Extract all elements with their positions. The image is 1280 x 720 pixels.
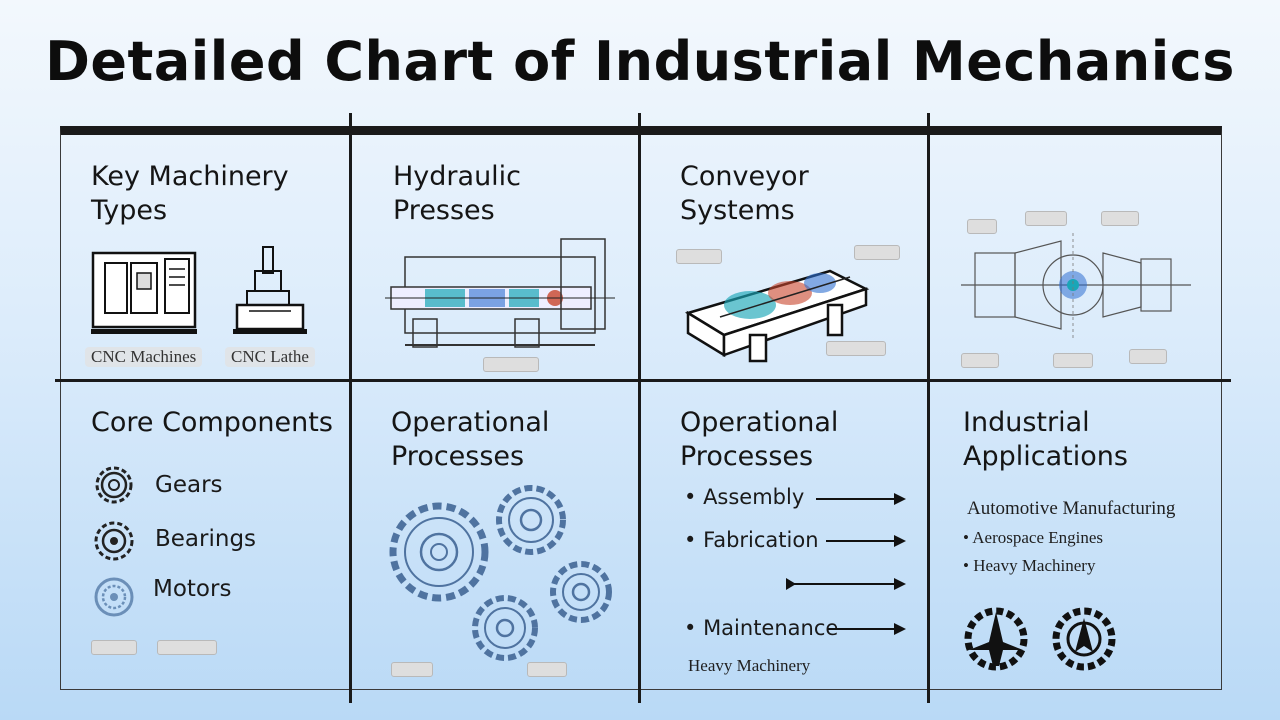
hydraulic-press-icon [385, 238, 615, 348]
bearing-icon [94, 521, 134, 561]
process-label: Assembly [703, 485, 805, 509]
mechanical-diagram-icon [961, 233, 1191, 341]
cell-title: Key Machinery Types [91, 160, 289, 228]
title-line: Industrial [963, 407, 1090, 438]
application-item: • Heavy Machinery [963, 556, 1096, 575]
placeholder-label [157, 640, 217, 655]
title-line: Operational [680, 407, 839, 438]
machine-label: CNC Lathe [225, 347, 315, 367]
placeholder-label [1101, 211, 1139, 226]
title-line: Conveyor [680, 161, 809, 192]
placeholder-label [967, 219, 997, 234]
placeholder-label [91, 640, 137, 655]
title-line: Applications [963, 441, 1128, 472]
gear-cluster-icon [389, 485, 612, 661]
placeholder-label [961, 353, 999, 368]
component-label: Gears [155, 472, 223, 498]
cell-title: Industrial Applications [963, 406, 1128, 474]
placeholder-label [1025, 211, 1067, 226]
placeholder-label [391, 662, 433, 677]
cell-hydraulic: Hydraulic Presses [351, 135, 638, 379]
cell-conveyor: Conveyor Systems [640, 135, 927, 379]
title-line: Processes [680, 441, 814, 472]
application-label: Heavy Machinery [973, 556, 1096, 575]
arrow-right-icon [826, 535, 906, 547]
arrow-right-icon [828, 623, 906, 635]
conveyor-system-icon [684, 269, 870, 363]
application-label: Aerospace Engines [972, 528, 1104, 547]
cell-title: Hydraulic Presses [393, 160, 521, 228]
process-label: Fabrication [703, 528, 819, 552]
cnc-lathe-icon [233, 246, 307, 334]
grid-divider [638, 113, 641, 703]
component-label: Motors [153, 576, 232, 602]
cell-applications: Industrial Applications Automotive Manuf… [929, 382, 1221, 699]
placeholder-label [854, 245, 900, 260]
cell-operations-gears: Operational Processes [351, 382, 638, 699]
arrow-right-icon [786, 578, 906, 590]
cell-title: Operational Processes [680, 406, 838, 474]
process-footer: Heavy Machinery [688, 656, 811, 675]
cell-title: Operational Processes [391, 406, 549, 474]
process-item: • Maintenance [684, 616, 839, 640]
cell-components: Core Components Gears Bearings Motors [61, 382, 349, 699]
title-line: Hydraulic [393, 161, 522, 192]
title-line: Presses [393, 195, 495, 226]
machine-label: CNC Machines [85, 347, 203, 367]
gear-icon [95, 466, 133, 504]
placeholder-label [826, 341, 886, 356]
motor-icon [94, 577, 134, 617]
page-title: Detailed Chart of Industrial Mechanics [45, 30, 1235, 93]
application-item: Automotive Manufacturing [967, 498, 1176, 519]
title-line: Key Machinery [91, 161, 289, 192]
cell-operations-list: Operational Processes • Assembly • Fabri… [640, 382, 927, 699]
title-line: Processes [391, 441, 525, 472]
placeholder-label [1053, 353, 1093, 368]
placeholder-label [483, 357, 539, 372]
grid-divider [55, 379, 1231, 382]
process-item: • Fabrication [684, 528, 819, 552]
grid-divider [349, 113, 352, 703]
cell-technical-diagram [929, 135, 1221, 379]
aerospace-gear-emblem-icon [964, 607, 1028, 671]
application-item: • Aerospace Engines [963, 528, 1104, 547]
placeholder-label [1129, 349, 1167, 364]
cell-title: Core Components [91, 407, 333, 438]
chart-grid: Key Machinery Types CNC Machines CNC Lat… [55, 113, 1231, 703]
placeholder-label [676, 249, 722, 264]
process-item: • Assembly [684, 485, 805, 509]
cell-title: Conveyor Systems [680, 160, 809, 228]
title-line: Systems [680, 195, 795, 226]
title-line: Types [91, 195, 168, 226]
engine-gear-emblem-icon [1052, 607, 1116, 671]
grid-divider [927, 113, 930, 703]
process-label: Maintenance [703, 616, 839, 640]
cell-machinery: Key Machinery Types CNC Machines CNC Lat… [61, 135, 349, 379]
title-line: Operational [391, 407, 550, 438]
cnc-machine-icon [91, 251, 197, 334]
placeholder-label [527, 662, 567, 677]
component-label: Bearings [155, 526, 257, 552]
arrow-right-icon [816, 493, 906, 505]
